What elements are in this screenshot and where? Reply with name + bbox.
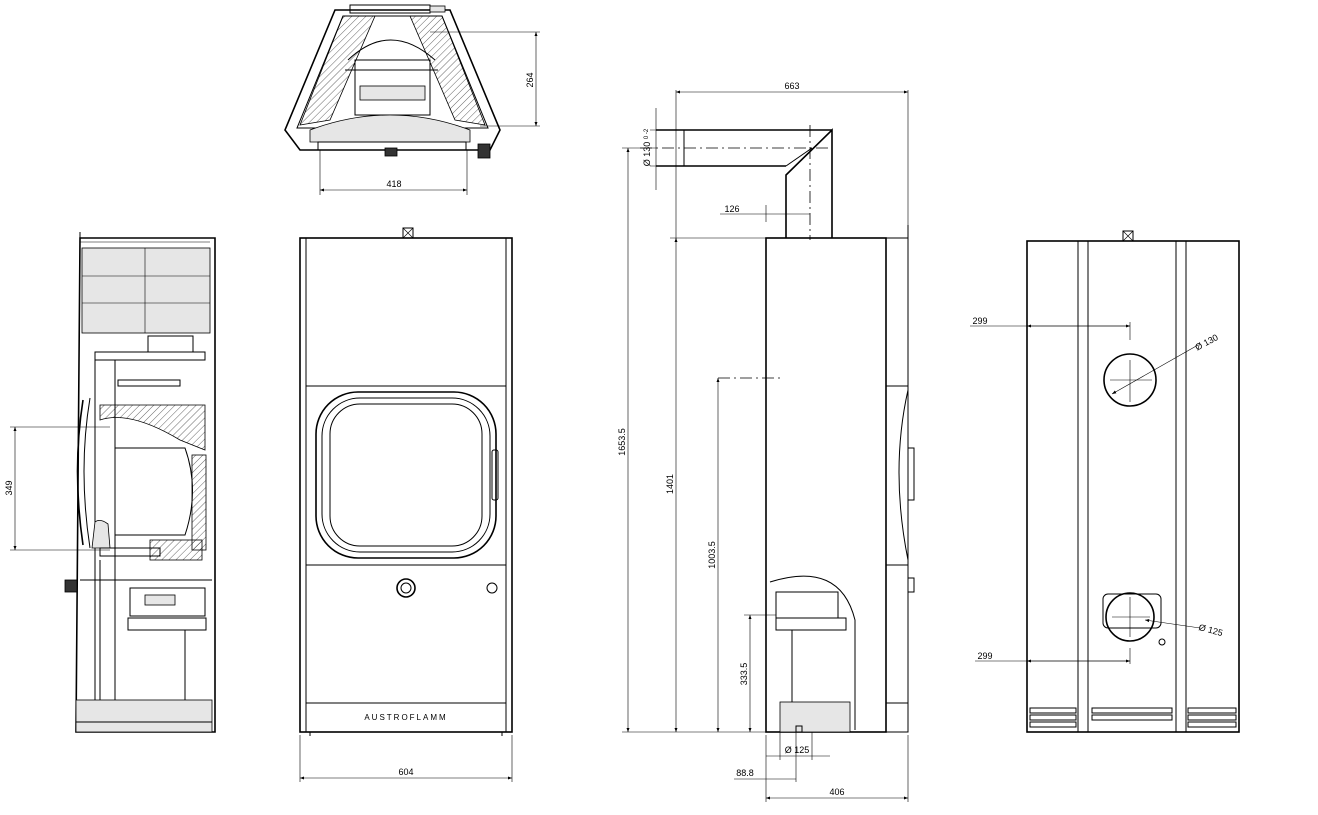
top-depth-label: 264 <box>525 72 535 87</box>
back-upper-diameter-label: Ø 130 <box>1193 332 1219 352</box>
section-view: 349 <box>4 232 216 733</box>
vent-slots <box>1029 707 1237 728</box>
side-bottom-offset-label: 88.8 <box>736 768 754 778</box>
top-width-label: 418 <box>386 179 401 189</box>
side-view: 663 Ø 130 0 -2 126 1653.5 1401 1003.5 33… <box>617 81 915 802</box>
side-flue-diameter-label: Ø 130 <box>642 142 652 167</box>
side-bottom-outlet-height-label: 333.5 <box>739 663 749 686</box>
back-view: 299 Ø 130 299 Ø 125 <box>970 230 1240 733</box>
front-width-label: 604 <box>398 767 413 777</box>
front-view: AUSTROFLAMM 604 <box>299 227 513 782</box>
side-flue-setback-label: 126 <box>724 204 739 214</box>
back-upper-offset-label: 299 <box>972 316 987 326</box>
side-total-height-label: 1653.5 <box>617 428 627 456</box>
side-body-height-label: 1401 <box>665 474 675 494</box>
back-lower-diameter-label: Ø 125 <box>1198 622 1224 638</box>
side-rear-outlet-height-label: 1003.5 <box>707 541 717 569</box>
side-flue-tolerance-label: 0 -2 <box>644 128 650 139</box>
brand-logo-text: AUSTROFLAMM <box>364 713 447 722</box>
section-door-height-label: 349 <box>4 480 14 495</box>
side-bottom-outlet-diameter-label: Ø 125 <box>785 745 810 755</box>
side-depth-label: 406 <box>829 787 844 797</box>
side-flue-offset-label: 663 <box>784 81 799 91</box>
top-view: 264 418 <box>284 4 540 195</box>
back-lower-offset-label: 299 <box>977 651 992 661</box>
